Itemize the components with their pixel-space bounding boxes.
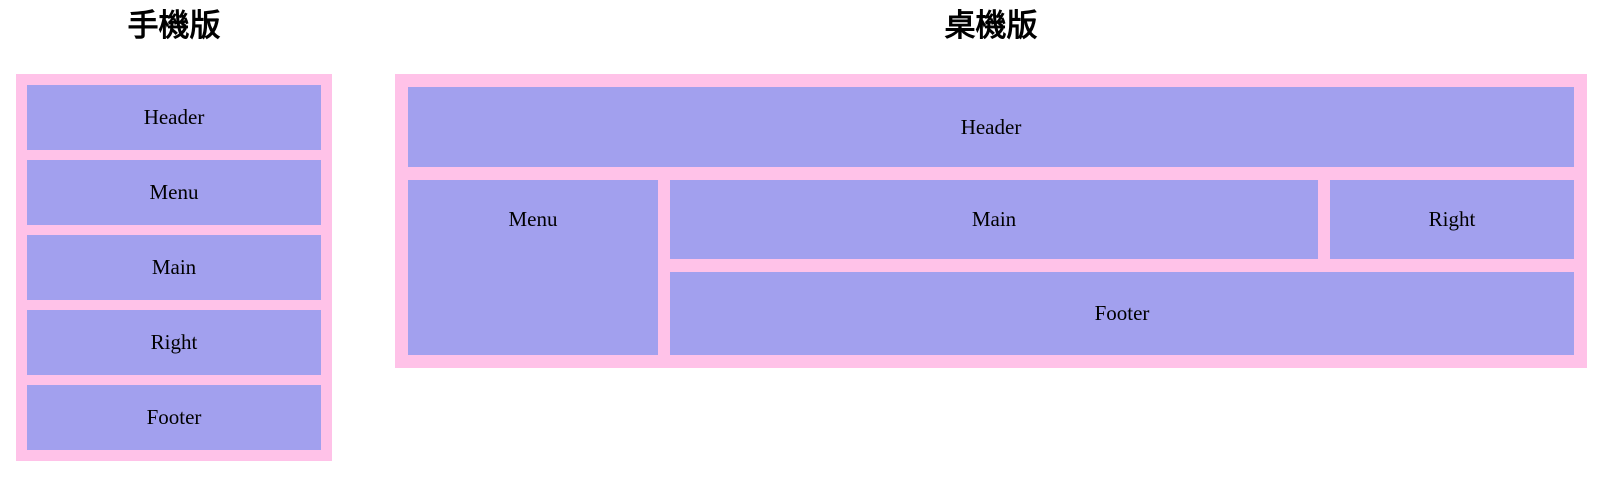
desktop-menu-box: Menu <box>408 180 658 355</box>
desktop-layout-section: 桌機版 Header Menu Main Right Footer <box>395 0 1587 368</box>
mobile-header-box: Header <box>27 85 321 150</box>
mobile-main-box: Main <box>27 235 321 300</box>
mobile-menu-box: Menu <box>27 160 321 225</box>
mobile-right-box: Right <box>27 310 321 375</box>
desktop-layout-container: Header Menu Main Right Footer <box>395 74 1587 368</box>
mobile-layout-section: 手機版 Header Menu Main Right Footer <box>16 0 332 461</box>
desktop-section-title: 桌機版 <box>944 8 1038 43</box>
mobile-footer-box: Footer <box>27 385 321 450</box>
desktop-header-box: Header <box>408 87 1574 167</box>
desktop-main-box: Main <box>670 180 1318 259</box>
desktop-right-box: Right <box>1330 180 1574 259</box>
mobile-layout-container: Header Menu Main Right Footer <box>16 74 332 461</box>
mobile-section-title: 手機版 <box>127 8 221 43</box>
desktop-footer-box: Footer <box>670 272 1574 355</box>
